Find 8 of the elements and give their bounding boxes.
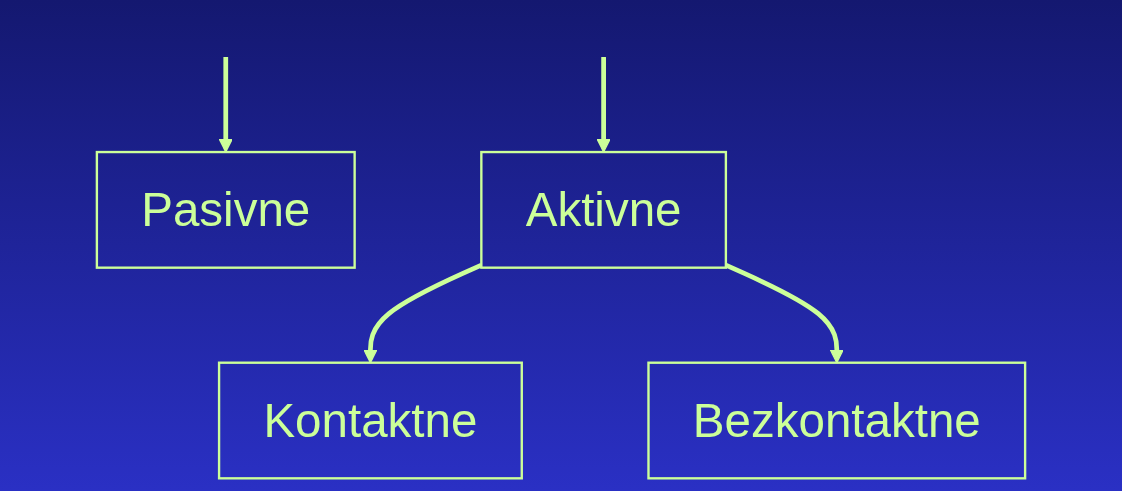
- arrow: [218, 57, 233, 153]
- node-box: Pasivne: [95, 150, 356, 269]
- arrow: [596, 57, 611, 153]
- node-box: Bezkontaktne: [647, 361, 1027, 480]
- node-box: Kontaktne: [217, 361, 523, 480]
- arrow: [363, 262, 483, 364]
- node-box: Aktivne: [480, 150, 728, 269]
- arrow: [724, 262, 844, 364]
